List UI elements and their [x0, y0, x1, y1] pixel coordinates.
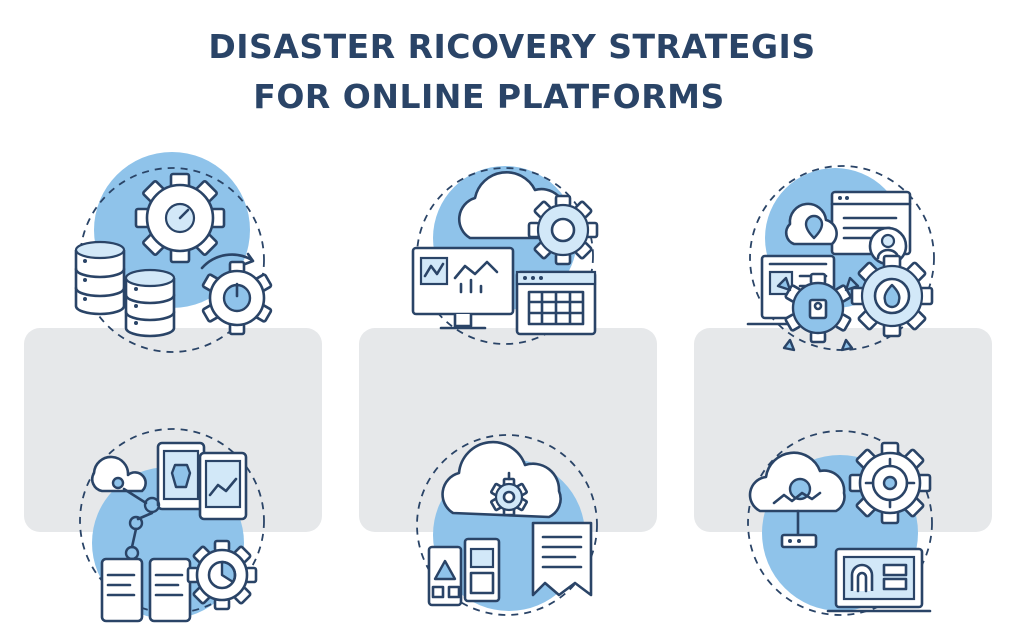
database-gears-icon	[72, 152, 282, 378]
cloud-monitor-calendar-icon	[405, 166, 615, 378]
cloud-documents-icon	[405, 425, 615, 635]
page-title-line-1: DISASTER RICOVERY STRATEGIS	[208, 27, 816, 66]
page-title-line-2: FOR ONLINE PLATFORMS	[253, 77, 725, 116]
mobile-devices-network-icon	[72, 425, 282, 635]
user-network-browser-icon	[740, 165, 950, 378]
cloud-gear-laptop-icon	[740, 425, 950, 635]
